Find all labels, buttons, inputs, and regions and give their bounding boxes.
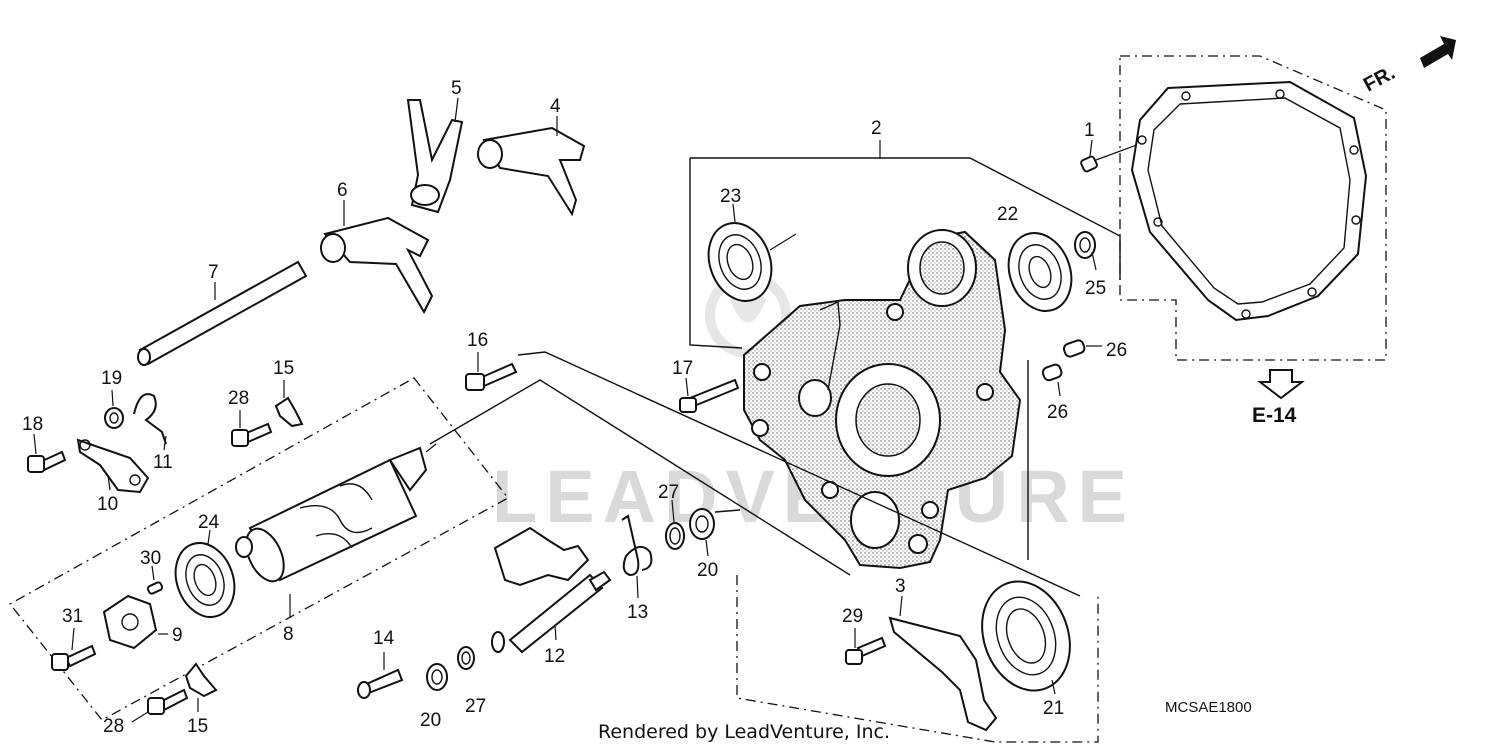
callout-11: 11 — [153, 452, 173, 473]
gearshift-spindle-12 — [491, 526, 612, 654]
callout-3: 3 — [895, 576, 906, 597]
bearing-retainer-15-lower — [184, 662, 218, 712]
shift-fork-6 — [320, 200, 434, 315]
washer-20-lower — [426, 663, 448, 691]
stopper-plate-3 — [888, 595, 998, 732]
oil-seal-25 — [1074, 231, 1097, 271]
dowel-pin-26b — [1041, 363, 1063, 397]
callout-4: 4 — [550, 96, 561, 117]
callout-24: 24 — [198, 512, 220, 533]
callout-13: 13 — [627, 602, 648, 623]
stopper-arm-10 — [76, 438, 150, 494]
callout-19: 19 — [101, 368, 122, 389]
callout-15b: 15 — [187, 716, 208, 737]
dowel-pin-26a — [1062, 339, 1102, 358]
right-housing-group-outline — [736, 575, 1099, 743]
credit-text: Rendered by LeadVenture, Inc. — [598, 721, 890, 743]
dowel-30 — [146, 565, 164, 595]
front-direction-arrow-icon — [1420, 36, 1456, 68]
callout-17: 17 — [672, 358, 693, 379]
callout-29: 29 — [842, 606, 863, 627]
callout-1: 1 — [1084, 120, 1095, 141]
bearing-22 — [1007, 232, 1073, 312]
callout-6: 6 — [337, 180, 348, 201]
shift-drum — [235, 443, 437, 583]
washer-19 — [104, 389, 124, 429]
washer-20-upper — [689, 508, 715, 557]
callout-26b: 26 — [1047, 402, 1068, 423]
callout-18: 18 — [22, 414, 43, 435]
callout-7: 7 — [208, 262, 219, 283]
gasket-group-outline — [1119, 55, 1387, 361]
bearing-21 — [981, 580, 1071, 695]
shift-drum-center-9 — [102, 594, 168, 650]
reference-code: MCSAE1800 — [1165, 699, 1252, 716]
bearing-24 — [174, 529, 236, 618]
reference-arrow-icon — [1257, 369, 1305, 400]
bolt-16-guide — [517, 351, 1081, 597]
stopper-pin-14 — [357, 652, 404, 699]
washer-guide — [714, 509, 741, 513]
callout-15a: 15 — [273, 358, 294, 379]
callout-28b: 28 — [103, 716, 124, 737]
reference-label: E-14 — [1252, 404, 1297, 427]
callout-27a: 27 — [658, 482, 679, 503]
callout-20b: 20 — [420, 710, 441, 731]
bearing-retainer-15-upper — [274, 380, 304, 428]
callout-22: 22 — [997, 204, 1018, 225]
callout-30: 30 — [140, 548, 161, 569]
callout-5: 5 — [451, 78, 462, 99]
callout-25: 25 — [1085, 278, 1106, 299]
callout-12: 12 — [544, 646, 565, 667]
callout-14: 14 — [373, 628, 395, 649]
callout-8: 8 — [283, 624, 294, 645]
callout-9: 9 — [172, 625, 183, 646]
callout-20a: 20 — [697, 560, 718, 581]
callout-10: 10 — [97, 494, 118, 515]
shift-drum-group-outline — [9, 377, 509, 721]
bolt-29 — [845, 628, 887, 665]
shift-fork-4 — [477, 116, 586, 217]
callout-27b: 27 — [465, 696, 486, 717]
callout-31: 31 — [62, 606, 83, 627]
housing-bracket — [690, 157, 1121, 280]
snap-ring-27-lower — [457, 646, 475, 670]
callout-23: 23 — [720, 186, 741, 207]
bolt-31 — [51, 627, 97, 671]
callout-28a: 28 — [228, 388, 249, 409]
cover-gasket — [1130, 80, 1368, 322]
bearing-23 — [707, 203, 797, 302]
snap-ring-27-upper — [665, 499, 685, 550]
bolt-16 — [465, 352, 518, 391]
bolt-17 — [679, 377, 740, 413]
spring-13 — [621, 514, 653, 599]
front-direction-label: FR. — [1360, 62, 1399, 97]
bolt-28-upper — [231, 410, 273, 447]
spring-11 — [133, 393, 167, 451]
bolt-18 — [27, 433, 67, 473]
crankcase-cover-housing — [743, 229, 1022, 570]
callout-26a: 26 — [1106, 340, 1127, 361]
bolt-28-lower — [131, 688, 189, 723]
callout-2: 2 — [871, 118, 882, 139]
housing-bracket-left — [689, 158, 743, 349]
shift-fork-5 — [406, 97, 464, 214]
shift-fork-shaft — [137, 260, 308, 366]
callout-21: 21 — [1043, 698, 1064, 719]
drum-guide-line — [429, 379, 851, 576]
callout-16: 16 — [467, 330, 488, 351]
